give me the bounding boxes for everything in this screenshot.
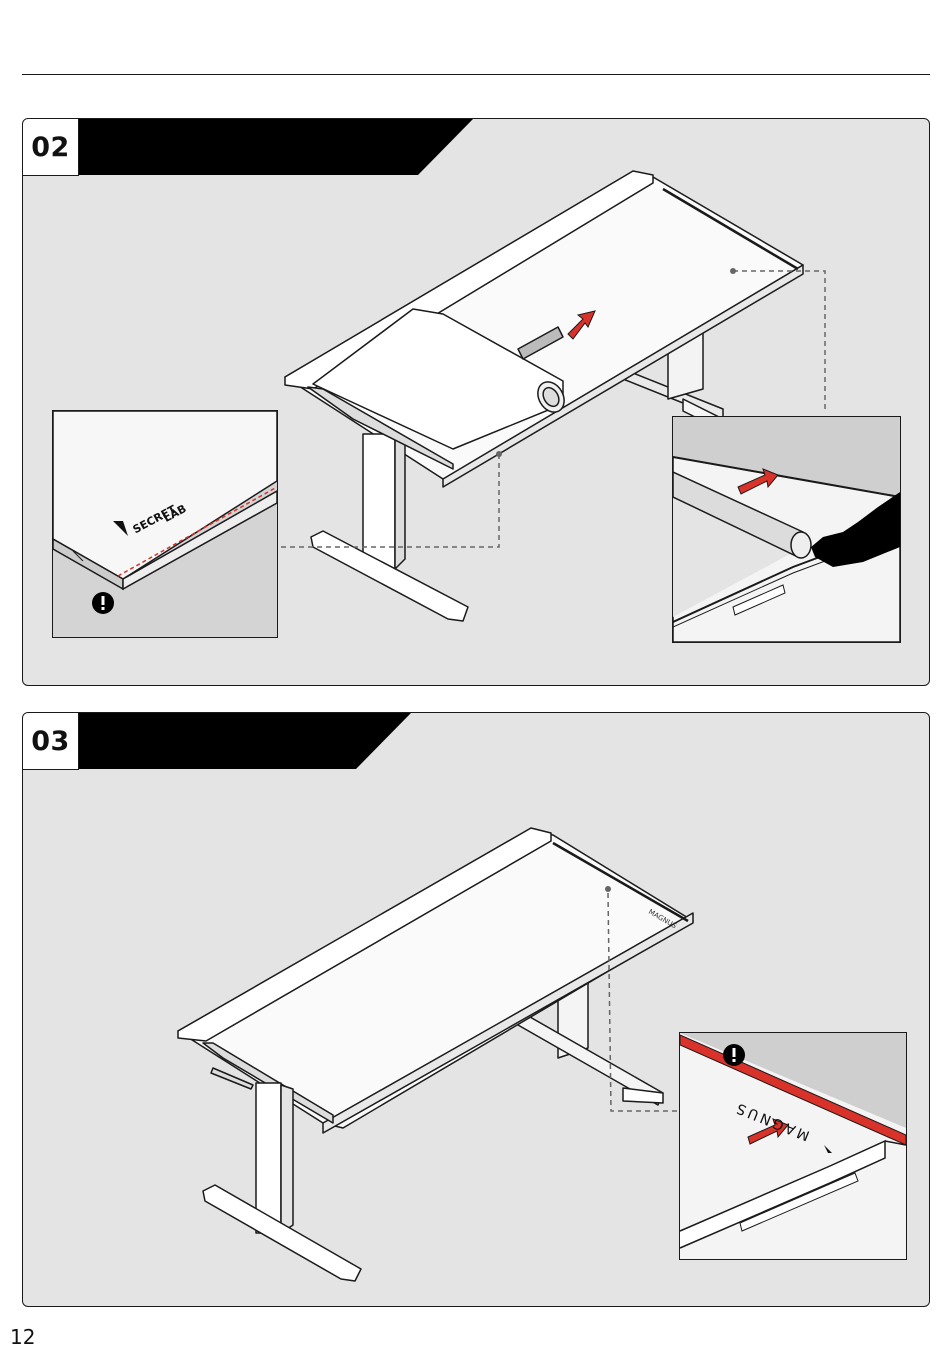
step-03-panel: 03 MAGNUS	[22, 712, 930, 1307]
exclamation-icon	[722, 1043, 746, 1067]
step-02-panel: 02	[22, 118, 930, 686]
edge-finish-inset: MAGNUS	[679, 1032, 907, 1260]
page-number: 12	[10, 1325, 35, 1349]
hand-icon	[803, 492, 900, 572]
header-rule	[22, 74, 930, 75]
edge-alignment-inset: SECRET LAB	[52, 410, 278, 638]
rolling-mat-inset	[672, 416, 901, 643]
exclamation-icon	[91, 591, 115, 615]
